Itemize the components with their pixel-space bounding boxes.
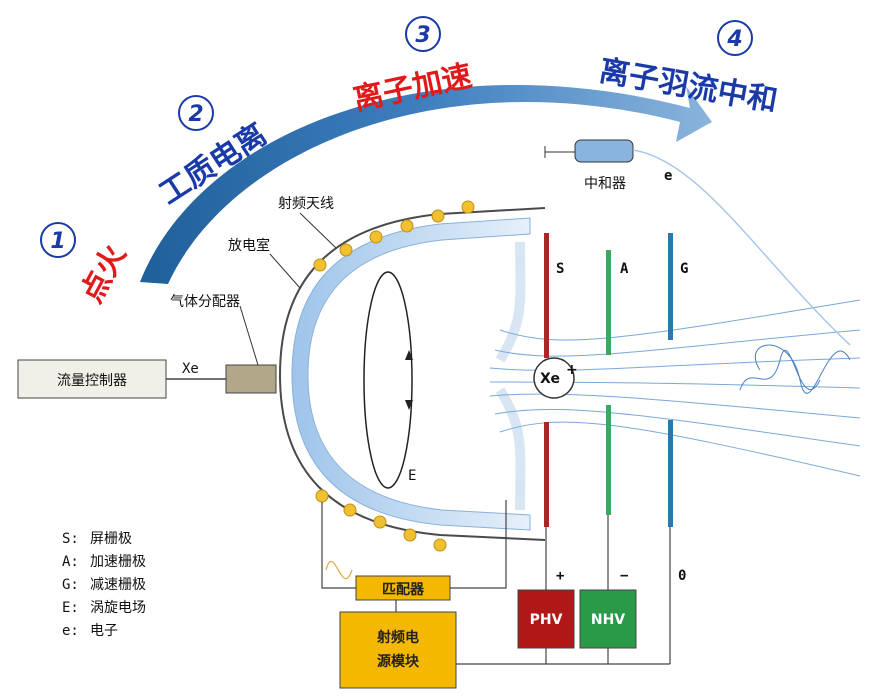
stage-2-number: 2: [188, 102, 203, 127]
legend-text-a: 加速栅极: [90, 554, 146, 570]
eddy-field-loop: [363, 271, 413, 489]
gas-distributor: [225, 364, 277, 394]
legend-key-electron: e:: [62, 623, 79, 639]
chamber-inner-line-bottom: [495, 387, 526, 511]
legend-key-g: G:: [62, 577, 79, 593]
nhv-minus-label: −: [620, 568, 628, 584]
neutralizer-label: 中和器: [584, 176, 626, 192]
chamber-liner: [291, 217, 531, 531]
electron-beam: [632, 149, 851, 346]
gas-distributor-label: 气体分配器: [170, 294, 240, 310]
distributor-leader: [239, 305, 259, 366]
legend-text-e: 涡旋电场: [90, 600, 146, 616]
eddy-arrow-down: [405, 400, 413, 410]
eddy-field-label: E: [408, 468, 416, 484]
discharge-chamber-label: 放电室: [228, 237, 270, 254]
screen-grid-bottom: [544, 422, 549, 527]
matcher-label: 匹配器: [382, 582, 425, 598]
nhv-label: NHV: [591, 612, 625, 628]
stage-1-label: 点火: [74, 239, 133, 308]
stage-1-number: 1: [50, 229, 65, 254]
nhv-supply: [579, 589, 637, 649]
stage-4-number: 4: [726, 27, 742, 52]
phv-supply: [517, 589, 575, 649]
xe-ion-charge: +: [566, 362, 578, 378]
legend-key-a: A:: [62, 554, 79, 570]
antenna-leader: [299, 212, 337, 249]
xe-ion-label: Xe: [540, 371, 560, 387]
legend: S: 屏栅极 A: 加速栅极 G: 减速栅极 E: 涡旋电场 e: 电子: [62, 531, 146, 639]
rf-power-module: [339, 611, 457, 689]
legend-text-s: 屏栅极: [90, 531, 132, 547]
flow-controller: [17, 359, 167, 399]
rf-antenna-coils: [313, 200, 475, 552]
xe-feed-label: Xe: [182, 361, 199, 377]
decel-grid-bottom: [668, 420, 673, 527]
eddy-arrow-up: [405, 350, 413, 360]
legend-text-g: 减速栅极: [90, 577, 146, 593]
accel-grid-bottom: [606, 405, 611, 515]
grid-a-label: A: [620, 261, 629, 277]
grid-g-label: G: [680, 261, 688, 277]
legend-key-e: E:: [62, 600, 79, 616]
phv-label: PHV: [530, 612, 563, 628]
discharge-chamber: [278, 207, 546, 541]
stage-3: 3: [405, 16, 441, 52]
chamber-inner-line: [495, 241, 526, 363]
flow-controller-label: 流量控制器: [57, 373, 127, 389]
decel-grid-top: [668, 233, 673, 340]
rf-module-line2: 源模块: [377, 653, 420, 670]
legend-text-electron: 电子: [90, 623, 118, 639]
ion-plume: [489, 299, 861, 477]
electron-label: e: [664, 168, 672, 184]
matcher: [355, 575, 451, 601]
chamber-leader: [269, 253, 301, 289]
wiring: [321, 500, 671, 665]
rf-module-line1: 射频电: [376, 629, 419, 646]
legend-key-s: S:: [62, 531, 79, 547]
stage-1: 1: [40, 222, 76, 258]
grid-s-label: S: [556, 261, 564, 277]
process-arrow: [140, 84, 712, 284]
rf-antenna-label: 射频天线: [278, 196, 334, 212]
neutralizer: [574, 139, 634, 163]
decel-zero-label: 0: [678, 568, 686, 584]
phv-plus-label: +: [556, 568, 564, 584]
xe-ion: [533, 357, 575, 399]
screen-grid-top: [544, 233, 549, 358]
stage-2: 2: [178, 95, 214, 131]
stage-3-number: 3: [415, 23, 430, 48]
accel-grid-top: [606, 250, 611, 355]
stage-4: 4: [717, 20, 753, 56]
